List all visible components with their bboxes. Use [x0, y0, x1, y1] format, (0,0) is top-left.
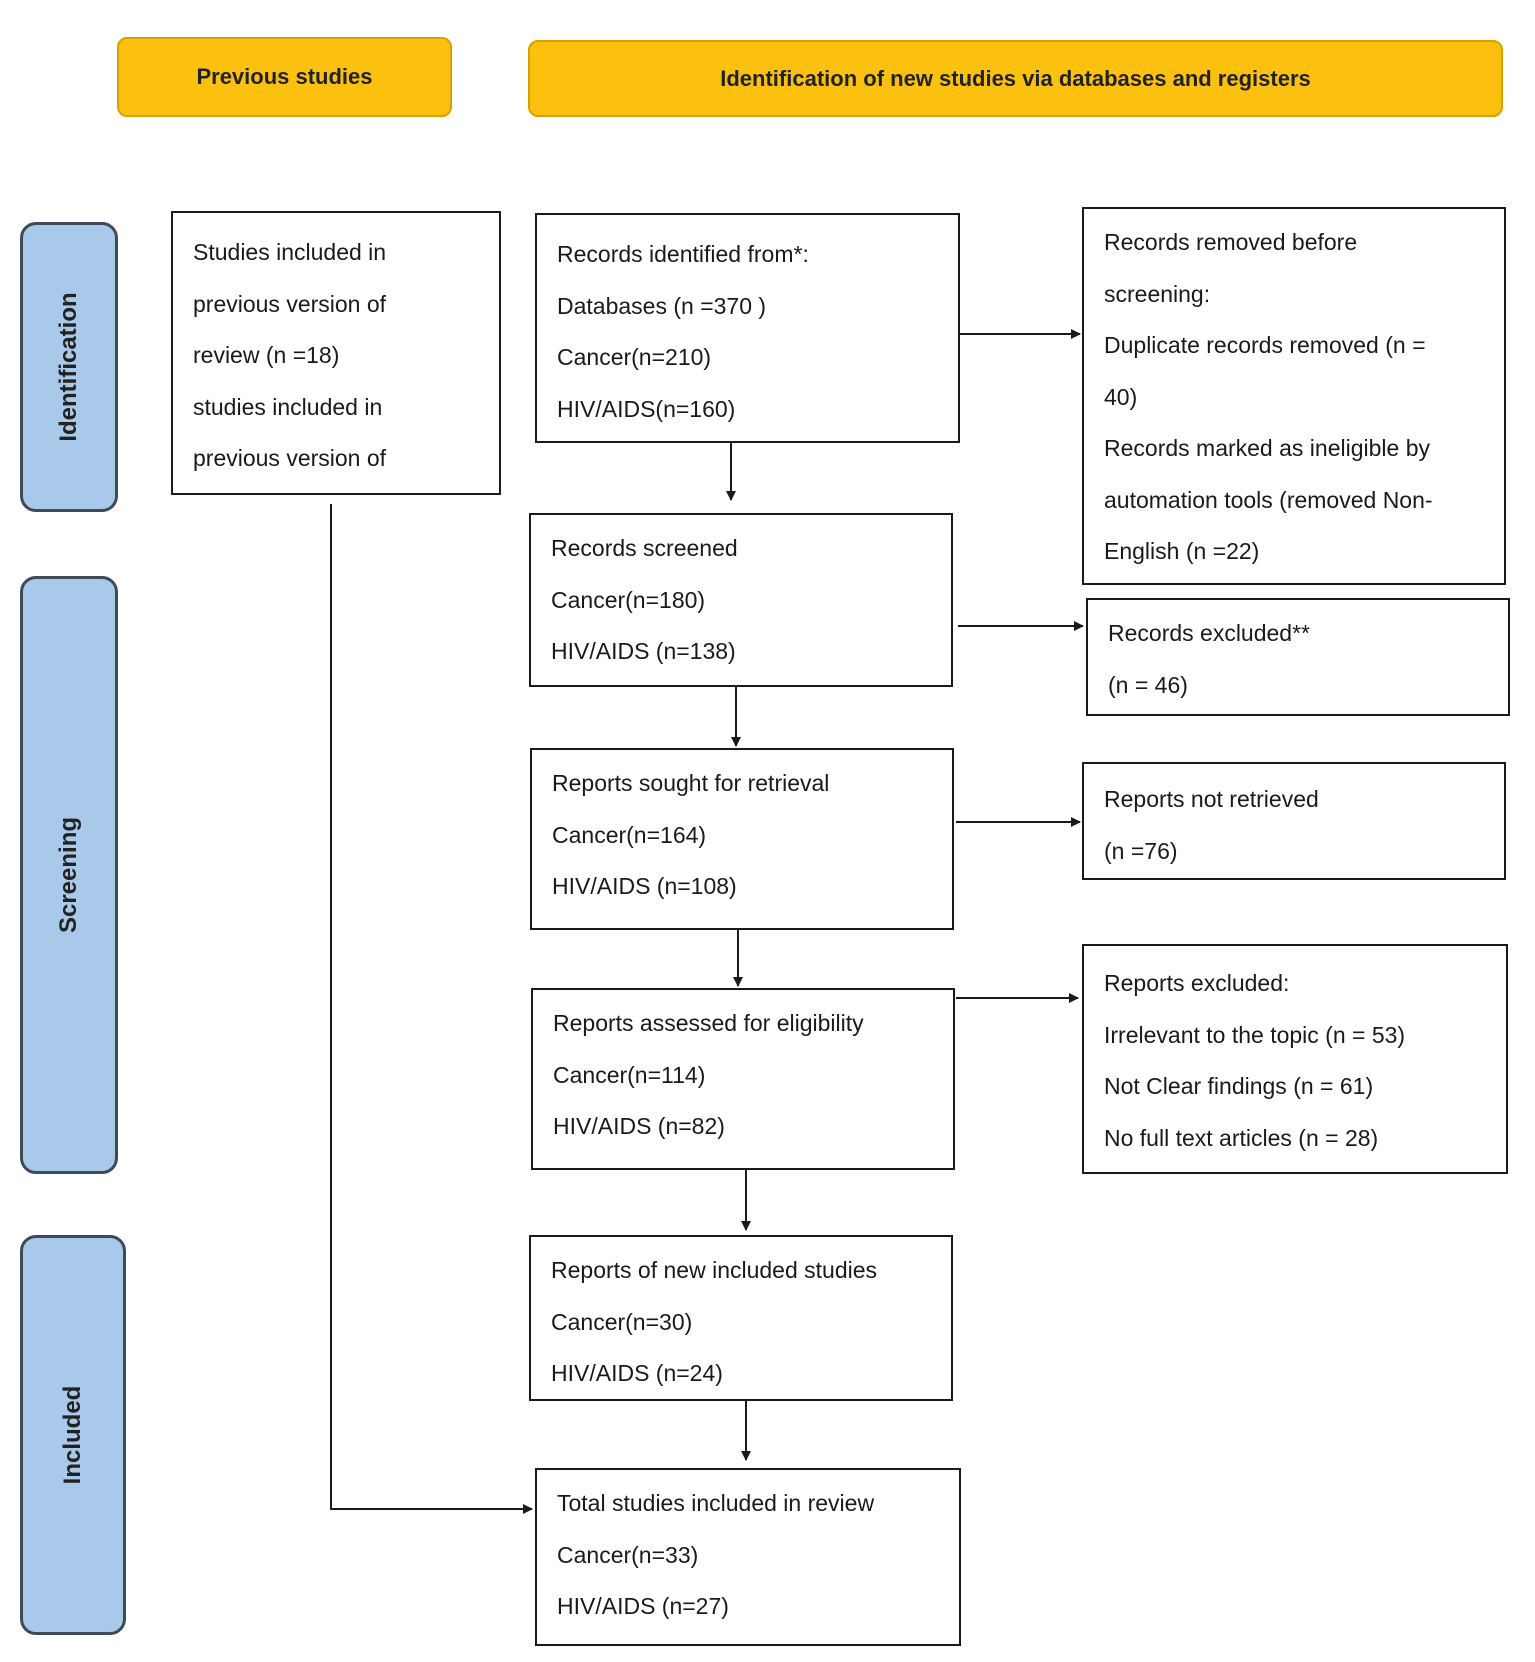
reports-sought-line: Reports sought for retrieval [552, 770, 830, 796]
reports-sought-box: Reports sought for retrieval Cancer(n=16… [530, 748, 954, 930]
records-removed-line: Records removed before [1104, 229, 1358, 255]
header-identification-new-studies: Identification of new studies via databa… [528, 40, 1503, 117]
previous-studies-line: previous version of [193, 445, 387, 471]
records-excluded-box: Records excluded** (n = 46) [1086, 598, 1510, 716]
previous-studies-box: Studies included in previous version of … [171, 211, 501, 495]
new-included-line: HIV/AIDS (n=24) [551, 1360, 723, 1386]
records-identified-line: HIV/AIDS(n=160) [557, 395, 736, 422]
records-identified-line: Cancer(n=210) [557, 344, 712, 370]
reports-excluded-line: Reports excluded: [1104, 970, 1290, 996]
phase-included: Included [20, 1235, 126, 1635]
records-screened-line: Cancer(n=180) [551, 586, 706, 613]
previous-studies-line: Studies included in [193, 239, 387, 265]
phase-identification: Identification [20, 222, 118, 512]
reports-assessed-line: Reports assessed for eligibility [553, 1010, 864, 1036]
records-removed-box: Records removed before screening: Duplic… [1082, 207, 1506, 585]
records-removed-line: Records marked as ineligible by [1104, 435, 1430, 461]
reports-assessed-line: Cancer(n=114) [553, 1061, 706, 1088]
header-previous-studies-label: Previous studies [196, 64, 373, 89]
reports-assessed-box: Reports assessed for eligibility Cancer(… [531, 988, 955, 1170]
records-removed-line: automation tools (removed Non- [1104, 486, 1433, 513]
records-excluded-line: Records excluded** [1108, 620, 1311, 646]
records-removed-line: Duplicate records removed (n = [1104, 332, 1426, 358]
new-included-line: Reports of new included studies [551, 1257, 878, 1283]
records-screened-line: Records screened [551, 535, 738, 561]
reports-not-retrieved-line: Reports not retrieved [1104, 786, 1319, 812]
reports-excluded-line: Irrelevant to the topic (n = 53) [1104, 1021, 1406, 1048]
reports-not-retrieved-line: (n =76) [1104, 837, 1178, 864]
previous-studies-line: previous version of [193, 290, 387, 317]
records-removed-line: screening: [1104, 280, 1211, 307]
total-included-box: Total studies included in review Cancer(… [535, 1468, 961, 1646]
records-identified-line: Records identified from*: [557, 241, 809, 267]
records-excluded-line: (n = 46) [1108, 671, 1188, 698]
records-removed-line: English (n =22) [1104, 538, 1260, 564]
header-identification-label: Identification of new studies via databa… [720, 65, 1311, 91]
reports-not-retrieved-box: Reports not retrieved (n =76) [1082, 762, 1506, 880]
reports-assessed-line: HIV/AIDS (n=82) [553, 1113, 725, 1139]
reports-sought-line: Cancer(n=164) [552, 821, 707, 848]
reports-excluded-line: Not Clear findings (n = 61) [1104, 1073, 1374, 1099]
new-included-box: Reports of new included studies Cancer(n… [529, 1235, 953, 1401]
previous-studies-line: review (n =18) [193, 342, 340, 368]
total-included-line: Total studies included in review [557, 1490, 875, 1516]
records-screened-line: HIV/AIDS (n=138) [551, 638, 736, 664]
previous-studies-line: studies included in [193, 393, 383, 420]
reports-sought-line: HIV/AIDS (n=108) [552, 873, 737, 899]
reports-excluded-line: No full text articles (n = 28) [1104, 1124, 1379, 1151]
records-identified-box: Records identified from*: Databases (n =… [535, 213, 960, 443]
reports-excluded-box: Reports excluded: Irrelevant to the topi… [1082, 944, 1508, 1174]
header-previous-studies: Previous studies [117, 37, 452, 117]
phase-screening: Screening [20, 576, 118, 1174]
arrow-previous-to-total [330, 504, 533, 1514]
records-removed-line: 40) [1104, 383, 1138, 410]
records-identified-line: Databases (n =370 ) [557, 292, 767, 319]
records-screened-box: Records screened Cancer(n=180) HIV/AIDS … [529, 513, 953, 687]
new-included-line: Cancer(n=30) [551, 1308, 693, 1335]
total-included-line: HIV/AIDS (n=27) [557, 1593, 729, 1619]
total-included-line: Cancer(n=33) [557, 1541, 699, 1568]
